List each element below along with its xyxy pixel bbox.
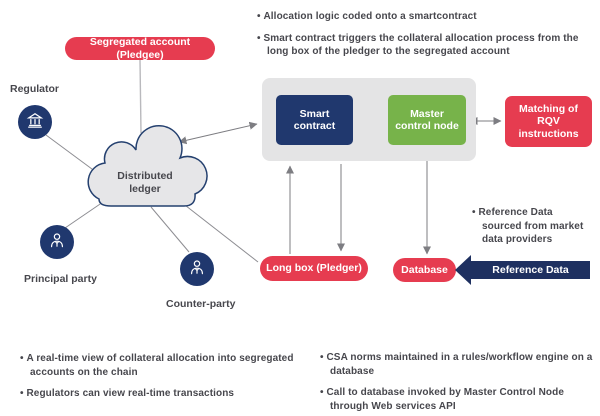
note-db-call: Call to database invoked by Master Contr… [320,386,594,413]
top-notes: Allocation logic coded onto a smartcontr… [257,10,593,67]
reference-data-arrowhead [455,255,471,285]
person-icon [47,230,67,255]
node-segregated-account: Segregated account (Pledgee) [65,36,215,61]
node-smart-contract: Smart contract [276,95,353,145]
counter-party-label: Counter-party [166,298,236,310]
person-icon [187,257,207,282]
connector-ledger-longbox [180,201,259,263]
principal-party-avatar [40,225,74,259]
note-csa-norms: CSA norms maintained in a rules/workflow… [320,351,594,378]
cloud-shape [87,125,208,207]
bank-icon [25,110,45,135]
regulator-label: Regulator [10,83,60,95]
connector-ledger-principal [64,199,107,229]
node-matching-rqv: Matching of RQV instructions [505,96,592,147]
counter-party-avatar [180,252,214,286]
connector-pledgee-ledger [139,59,142,134]
bottom-left-notes: A real-time view of collateral allocatio… [20,352,312,409]
side-notes: Reference Data sourced from market data … [472,206,590,255]
note-regulators-view: Regulators can view real-time transactio… [20,387,312,401]
node-master-control: Master control node [388,95,466,145]
connector-regulator-ledger [45,134,97,173]
bottom-right-notes: CSA norms maintained in a rules/workflow… [320,351,594,416]
node-distributed-ledger: Distributed ledger [117,170,173,195]
note-allocation-logic: Allocation logic coded onto a smartcontr… [257,10,593,24]
reference-data-arrow: Reference Data [471,261,590,279]
node-long-box: Long box (Pledger) [260,256,368,281]
note-realtime-view: A real-time view of collateral allocatio… [20,352,312,379]
note-smart-contract-trigger: Smart contract triggers the collateral a… [257,32,593,59]
note-reference-data: Reference Data sourced from market data … [472,206,590,247]
regulator-avatar [18,105,52,139]
node-database: Database [393,258,456,282]
arrow-ledger-smartcontract [178,132,219,145]
principal-party-label: Principal party [24,273,97,285]
connector-ledger-counterparty [150,206,190,253]
arrow-smartcontract-ledger [217,121,258,134]
